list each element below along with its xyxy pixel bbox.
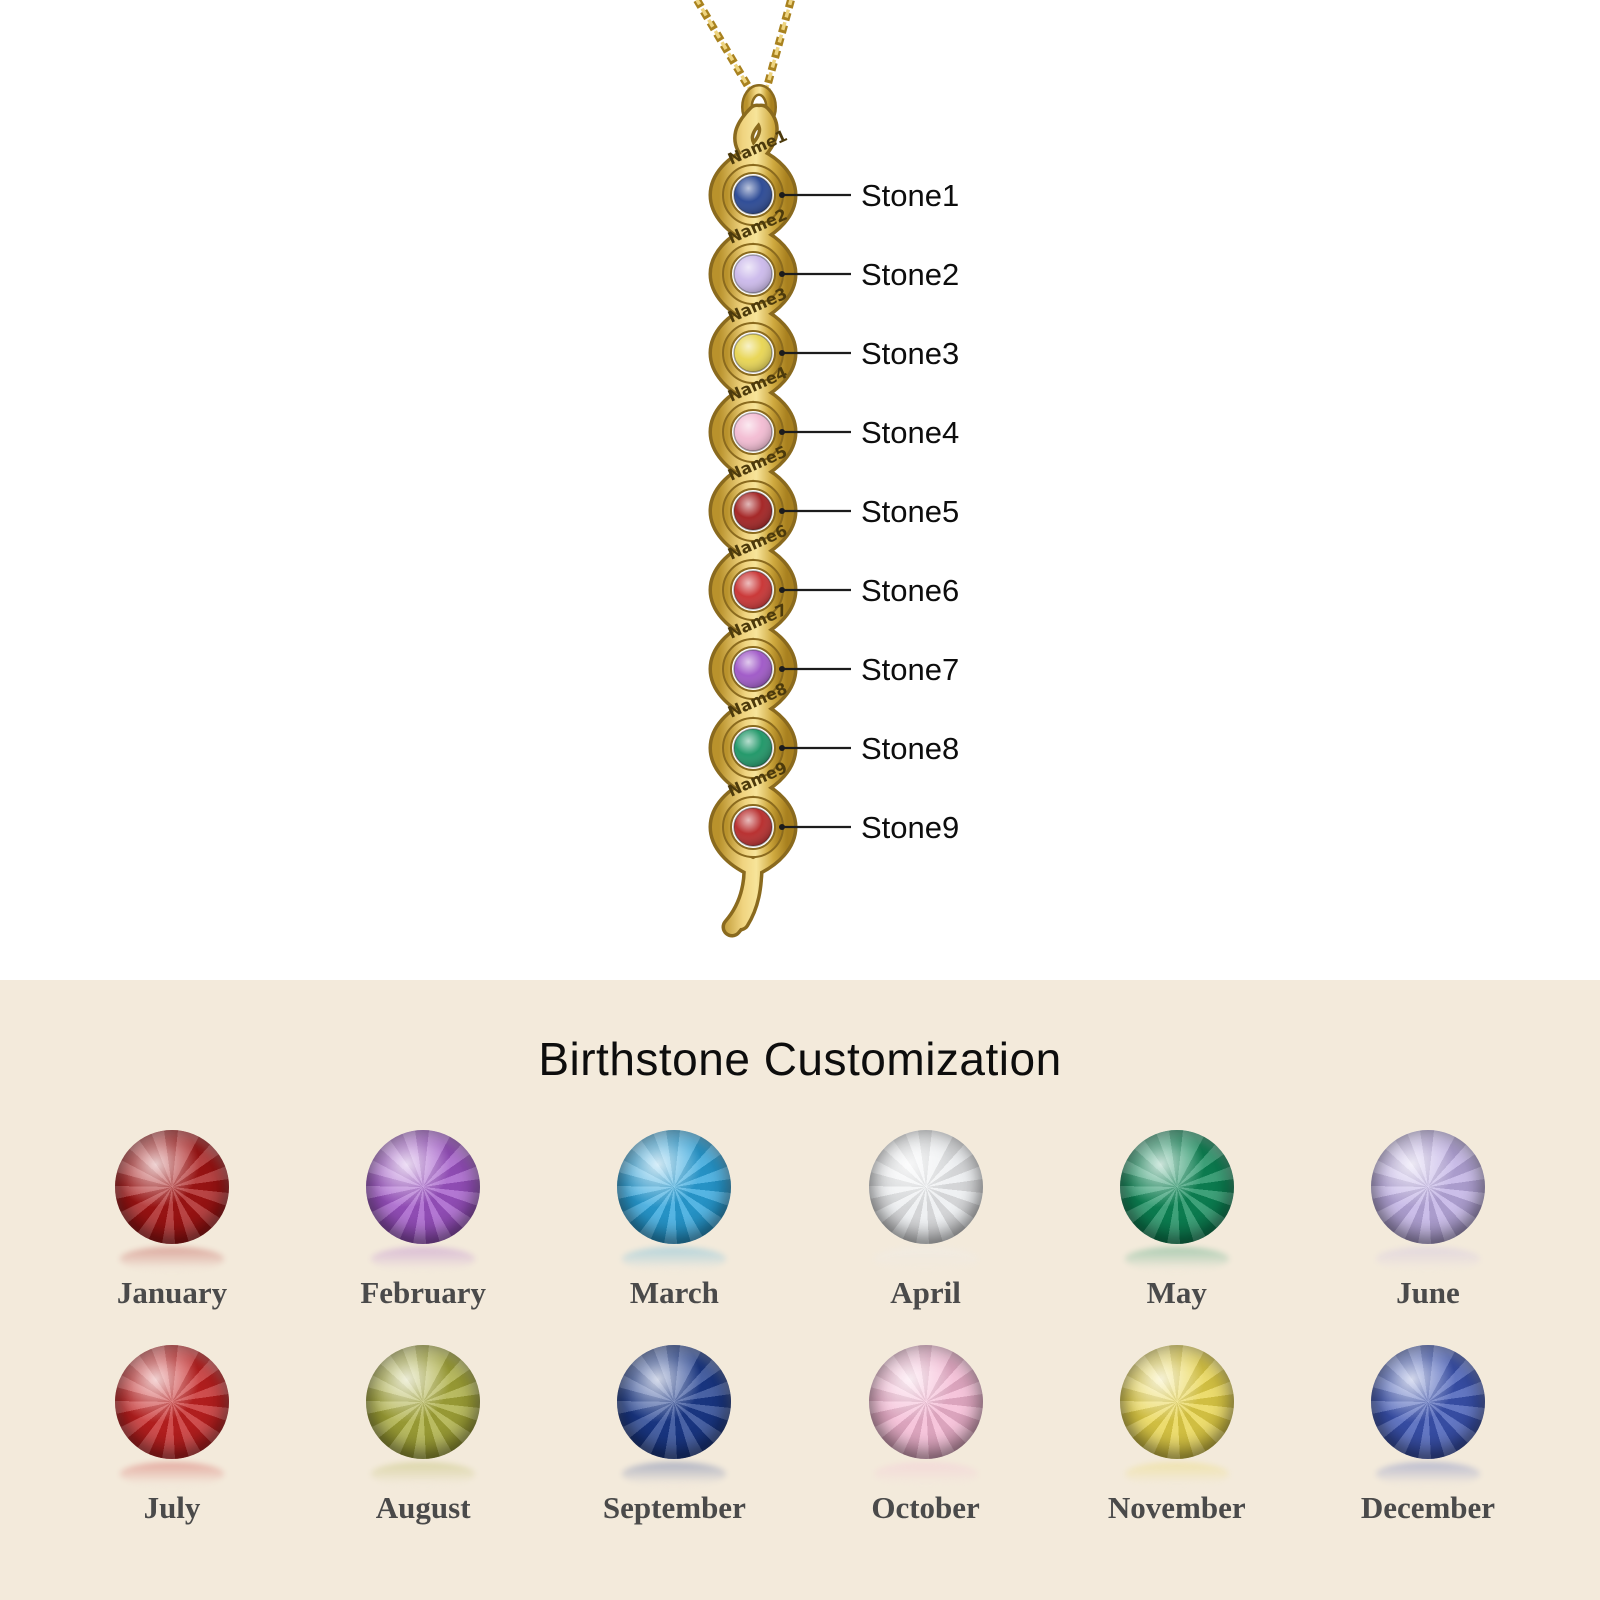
necklace-chain (693, 0, 795, 101)
month-label: July (143, 1490, 201, 1525)
stone-label: Stone6 (861, 573, 959, 608)
pendant-figure-section: Name1 Stone1 Name2 Stone2 (693, 0, 960, 938)
pendant-stone: Name4 Stone4 (722, 363, 959, 463)
callout-dot (779, 429, 785, 435)
month-label: June (1396, 1275, 1460, 1310)
birthstone-gem (617, 1130, 732, 1244)
gem-reflection (873, 1462, 978, 1486)
birthstone-option: June (1318, 1130, 1538, 1311)
birthstone-option: October (816, 1345, 1036, 1526)
pendant-stone: Name7 Stone7 (722, 600, 959, 700)
pendant-stone: Name8 Stone8 (722, 679, 959, 779)
month-label: September (602, 1490, 746, 1525)
callout-dot (779, 271, 785, 277)
birthstone-option: November (1067, 1345, 1287, 1526)
birthstone-option: September (564, 1345, 784, 1526)
month-label: February (360, 1275, 487, 1310)
birthstone-option: May (1067, 1130, 1287, 1311)
stone-label: Stone4 (861, 415, 959, 450)
pendant-stone: Name2 Stone2 (722, 205, 959, 305)
birthstone-gem (1119, 1345, 1234, 1459)
birthstone-gem (617, 1345, 732, 1459)
callout-dot (779, 824, 785, 830)
gem-reflection (1124, 1247, 1229, 1271)
month-label: August (375, 1490, 471, 1525)
gem-reflection (120, 1462, 224, 1486)
birthstone-gem (1370, 1345, 1485, 1459)
gem-reflection (1375, 1247, 1480, 1271)
birthstone-gem (868, 1345, 983, 1459)
birthstone-gem (1370, 1130, 1485, 1244)
birthstone-gem (366, 1130, 481, 1244)
callout-dot (779, 587, 785, 593)
stone-label: Stone7 (861, 652, 959, 687)
gem-reflection (1124, 1462, 1229, 1486)
stone-label: Stone1 (861, 178, 959, 213)
month-label: March (629, 1275, 719, 1310)
gem-reflection (120, 1247, 224, 1271)
month-label: November (1107, 1490, 1246, 1525)
gem-reflection (622, 1462, 727, 1486)
callout-dot (779, 192, 785, 198)
pendant-stone: Name3 Stone3 (722, 284, 959, 384)
stone-label: Stone3 (861, 336, 959, 371)
pendant-stone: Name9 Stone9 (722, 758, 959, 858)
birthstone-row: January February March April May (0, 1130, 1600, 1311)
gem-reflection (873, 1247, 978, 1271)
stone-label: Stone5 (861, 494, 959, 529)
gem-reflection (371, 1462, 476, 1486)
gem-reflection (622, 1247, 727, 1271)
stone-label: Stone9 (861, 810, 959, 845)
birthstone-gem (115, 1345, 229, 1459)
pendant-stone: Name6 Stone6 (722, 521, 959, 621)
month-label: October (871, 1490, 980, 1525)
callout-dot (779, 508, 785, 514)
callout-dot (779, 350, 785, 356)
month-label: April (890, 1275, 961, 1310)
pendant-necklace-figure: Name1 Stone1 Name2 Stone2 (693, 0, 959, 938)
birthstone-gem (868, 1130, 983, 1244)
section-title: Birthstone Customization (538, 1033, 1062, 1085)
pendant-stone: Name5 Stone5 (722, 442, 959, 542)
birthstone-option: January (62, 1130, 282, 1311)
birthstone-row: July August September October November (0, 1345, 1600, 1526)
month-label: January (116, 1275, 228, 1310)
month-label: December (1360, 1490, 1496, 1525)
birthstone-option: August (313, 1345, 533, 1526)
pendant-stone: Name1 Stone1 (722, 126, 959, 226)
birthstone-option: April (816, 1130, 1036, 1311)
birthstone-option: March (564, 1130, 784, 1311)
birthstone-option: July (62, 1345, 282, 1526)
month-label: May (1146, 1275, 1207, 1310)
birthstone-gem (115, 1130, 229, 1244)
birthstone-gem (366, 1345, 481, 1459)
birthstone-customization-section: Birthstone Customization January Februar… (0, 980, 1600, 1600)
stone-label: Stone8 (861, 731, 959, 766)
gem-reflection (1375, 1462, 1480, 1486)
callout-dot (779, 745, 785, 751)
callout-dot (779, 666, 785, 672)
birthstone-option: February (313, 1130, 533, 1311)
gem-reflection (371, 1247, 476, 1271)
birthstone-option: December (1318, 1345, 1538, 1526)
stone-label: Stone2 (861, 257, 959, 292)
birthstone-gem (1119, 1130, 1234, 1244)
